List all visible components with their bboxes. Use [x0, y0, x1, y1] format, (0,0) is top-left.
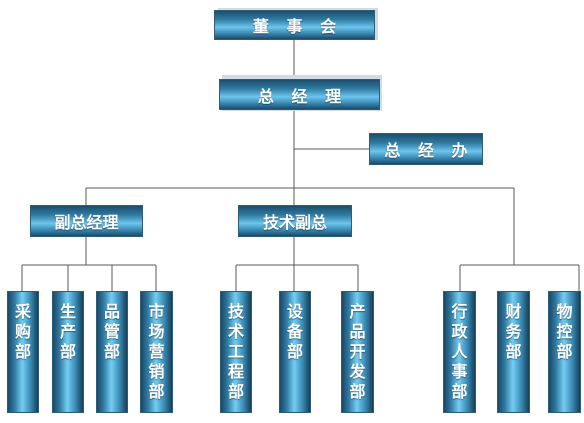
dept-tech-engineering-char: 技 [227, 302, 244, 321]
dept-material-control: 物 控 部 [548, 291, 581, 413]
dept-finance-char: 财 [505, 302, 522, 321]
dept-admin-hr-char: 人 [451, 342, 468, 361]
dept-marketing-char: 销 [148, 362, 165, 381]
dept-quality-char: 部 [103, 342, 120, 361]
node-tech-deputy-label: 技术副总 [262, 213, 327, 232]
dept-admin-hr-char: 部 [451, 382, 468, 401]
dept-purchasing-char: 购 [14, 322, 31, 341]
dept-finance: 财 务 部 [497, 291, 530, 413]
node-tech-deputy: 技术副总 [238, 205, 352, 237]
dept-admin-hr-char: 政 [451, 322, 468, 341]
dept-tech-engineering-char: 部 [227, 382, 244, 401]
dept-equipment-char: 设 [286, 302, 303, 321]
node-deputy-gm: 副总经理 [30, 205, 143, 237]
node-deputy-gm-label: 副总经理 [54, 213, 119, 232]
dept-admin-hr-char: 事 [451, 362, 468, 381]
dept-quality-char: 管 [103, 322, 120, 341]
dept-production-char: 部 [59, 342, 76, 361]
dept-equipment-char: 部 [286, 342, 303, 361]
dept-quality: 品 管 部 [96, 291, 128, 413]
dept-product-development-char: 发 [349, 362, 366, 381]
dept-product-development-char: 开 [349, 342, 366, 361]
dept-production: 生 产 部 [52, 291, 84, 413]
dept-material-control-char: 部 [556, 342, 573, 361]
dept-material-control-char: 物 [556, 302, 573, 321]
dept-product-development: 产 品 开 发 部 [341, 291, 374, 413]
dept-marketing-char: 部 [148, 382, 165, 401]
dept-tech-engineering-char: 程 [227, 362, 244, 381]
dept-marketing: 市 场 营 销 部 [140, 291, 173, 413]
dept-marketing-char: 场 [148, 322, 165, 341]
dept-marketing-char: 营 [148, 342, 165, 361]
dept-product-development-char: 产 [349, 302, 366, 321]
node-general-manager-label: 总 经 理 [257, 86, 348, 106]
dept-production-char: 产 [59, 322, 76, 341]
node-general-manager: 总 经 理 [219, 79, 380, 110]
node-board-label: 董 事 会 [252, 17, 343, 36]
dept-material-control-char: 控 [556, 322, 573, 341]
dept-equipment: 设 备 部 [279, 291, 311, 413]
node-board: 董 事 会 [214, 10, 375, 40]
node-gm-office-label: 总 经 办 [384, 141, 474, 160]
dept-marketing-char: 市 [148, 302, 165, 321]
dept-finance-char: 务 [505, 322, 522, 341]
dept-production-char: 生 [59, 302, 76, 321]
dept-purchasing: 采 购 部 [7, 291, 39, 413]
dept-purchasing-char: 采 [14, 302, 31, 321]
dept-product-development-char: 部 [349, 382, 366, 401]
dept-admin-hr: 行 政 人 事 部 [443, 291, 476, 413]
dept-tech-engineering-char: 工 [227, 342, 244, 361]
dept-purchasing-char: 部 [14, 342, 31, 361]
dept-product-development-char: 品 [349, 322, 366, 341]
dept-tech-engineering-char: 术 [227, 322, 244, 341]
dept-finance-char: 部 [505, 342, 522, 361]
dept-tech-engineering: 技 术 工 程 部 [220, 291, 252, 413]
dept-admin-hr-char: 行 [451, 302, 468, 321]
dept-quality-char: 品 [103, 302, 120, 321]
dept-equipment-char: 备 [286, 322, 303, 341]
node-gm-office: 总 经 办 [369, 133, 483, 165]
